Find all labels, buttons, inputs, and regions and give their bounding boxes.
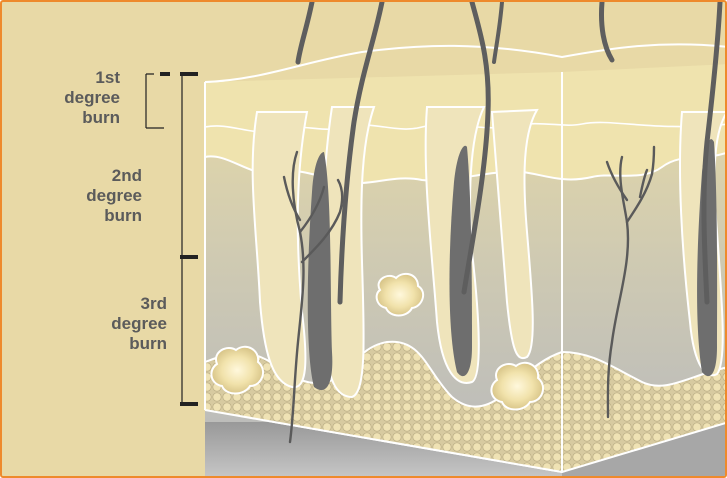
third-degree-burn-label: 3rd degree burn <box>2 294 167 354</box>
third-degree-line2: degree <box>2 314 167 334</box>
first-degree-line2: degree <box>2 88 120 108</box>
second-degree-line2: degree <box>2 186 142 206</box>
second-degree-line3: burn <box>2 206 142 226</box>
third-degree-line3: burn <box>2 334 167 354</box>
skin-block <box>205 44 727 472</box>
depth-brackets <box>146 74 198 404</box>
first-degree-burn-label: 1st degree burn <box>2 68 120 128</box>
third-degree-line1: 3rd <box>2 294 167 314</box>
second-degree-line1: 2nd <box>2 166 142 186</box>
first-degree-line1: 1st <box>2 68 120 88</box>
second-degree-burn-label: 2nd degree burn <box>2 166 142 226</box>
first-degree-line3: burn <box>2 108 120 128</box>
